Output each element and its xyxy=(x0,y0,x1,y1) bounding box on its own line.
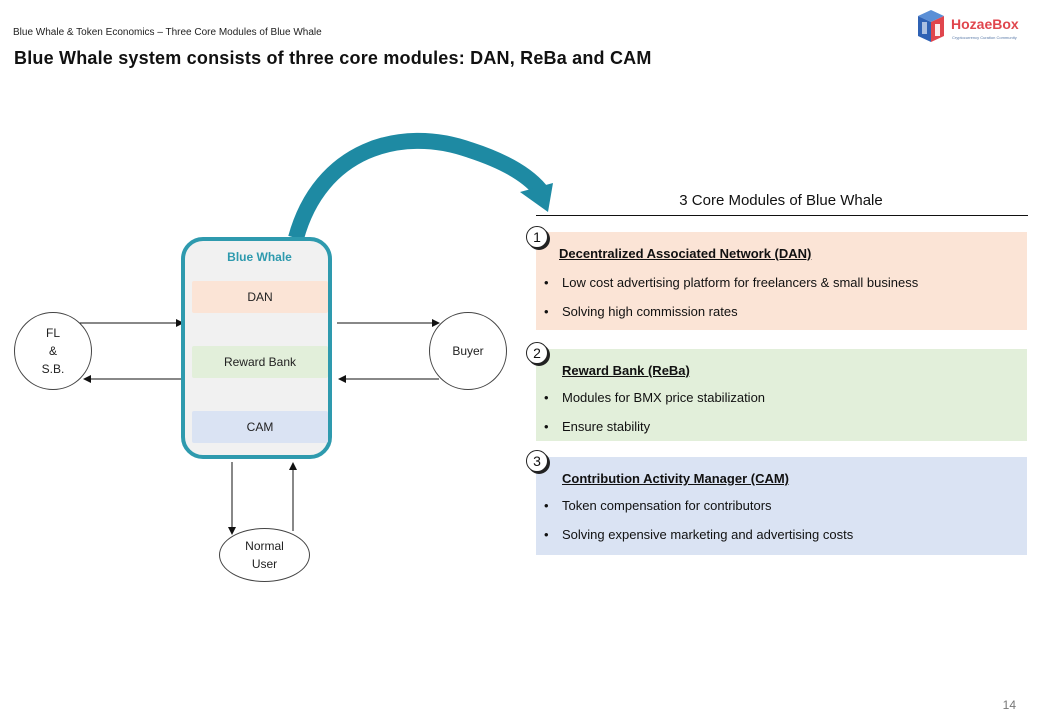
actor-fl-line3: S.B. xyxy=(41,362,65,376)
actor-normal-user: Normal User xyxy=(219,528,310,582)
logo-name: HozaeBox xyxy=(951,16,1019,32)
actor-fl-line2: & xyxy=(48,344,57,358)
panel-bullet: •Token compensation for contributors xyxy=(544,498,772,513)
hozaebox-logo: HozaeBox Cryptocurrency Curation Communi… xyxy=(914,8,1034,46)
module-reward-bank: Reward Bank xyxy=(192,346,328,378)
actor-fl-line1: FL xyxy=(45,326,60,340)
actor-buyer: Buyer xyxy=(429,312,507,390)
module-panel-dan: Decentralized Associated Network (DAN) •… xyxy=(536,232,1027,330)
module-dan: DAN xyxy=(192,281,328,313)
number-badge-1: 1 xyxy=(526,226,548,248)
actor-buyer-label: Buyer xyxy=(452,344,484,358)
panel-bullet: •Modules for BMX price stabilization xyxy=(544,390,766,405)
cube-logo-icon xyxy=(918,10,944,42)
module-panel-reba: Reward Bank (ReBa) •Modules for BMX pric… xyxy=(536,349,1027,441)
panel-bullet: •Ensure stability xyxy=(544,419,651,434)
logo-tagline: Cryptocurrency Curation Community xyxy=(952,35,1017,40)
curved-arrow-head xyxy=(520,183,553,212)
blue-whale-title: Blue Whale xyxy=(227,250,292,264)
core-title-divider xyxy=(536,215,1028,216)
panel-heading: Contribution Activity Manager (CAM) xyxy=(562,471,790,486)
curved-arrow xyxy=(288,132,547,241)
panel-bullet: •Low cost advertising platform for freel… xyxy=(544,275,919,290)
number-badge-3: 3 xyxy=(526,450,548,472)
panel-bullet: •Solving expensive marketing and adverti… xyxy=(544,527,854,542)
module-cam: CAM xyxy=(192,411,328,443)
actor-user-line2: User xyxy=(251,557,278,571)
module-panel-cam: Contribution Activity Manager (CAM) •Tok… xyxy=(536,457,1027,555)
breadcrumb: Blue Whale & Token Economics – Three Cor… xyxy=(13,27,322,38)
panel-bullet: •Solving high commission rates xyxy=(544,304,738,319)
actor-freelancer-small-business: FL & S.B. xyxy=(14,312,92,390)
core-modules-title: 3 Core Modules of Blue Whale xyxy=(679,192,883,209)
actor-user-line1: Normal xyxy=(245,539,284,553)
number-badge-2: 2 xyxy=(526,342,548,364)
page-number: 14 xyxy=(1002,698,1016,712)
page-title: Blue Whale system consists of three core… xyxy=(14,48,652,68)
panel-heading: Decentralized Associated Network (DAN) xyxy=(559,246,812,261)
panel-heading: Reward Bank (ReBa) xyxy=(562,363,690,378)
